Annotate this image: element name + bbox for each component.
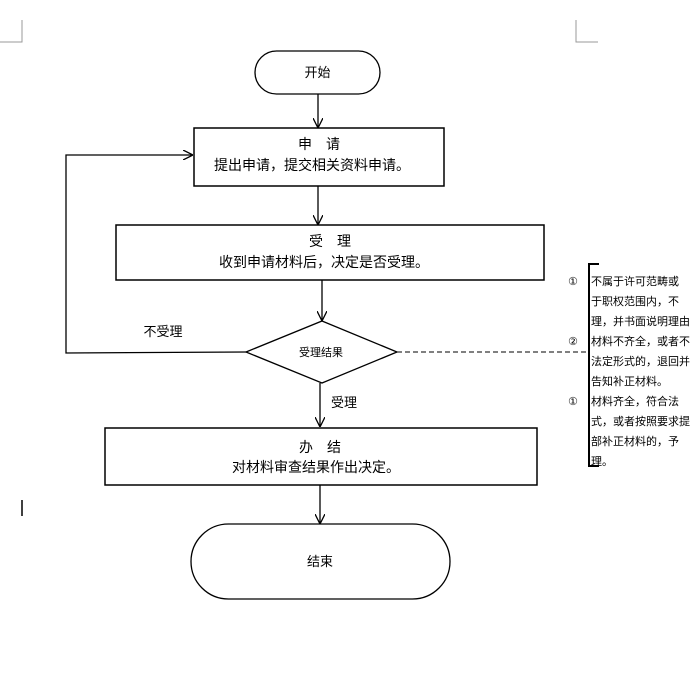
note-marker: ① — [568, 275, 578, 288]
complete-box: 办 结 对材料审查结果作出决定。 — [104, 427, 538, 486]
notes-bracket — [588, 263, 599, 467]
accept-box: 受 理 收到申请材料后，决定是否受理。 — [115, 224, 545, 281]
apply-title: 申 请 — [298, 137, 340, 153]
end-node: 结束 — [190, 523, 451, 600]
note-line: 于职权范围内，不 — [591, 294, 679, 308]
start-node: 开始 — [254, 50, 381, 95]
note-1: ① 不属于许可范畴或 于职权范围内，不 理，并书面说明理由 — [568, 274, 690, 328]
decision-label: 受理结果 — [299, 346, 343, 359]
start-label: 开始 — [304, 66, 330, 81]
note-line: 理，并书面说明理由 — [591, 314, 690, 328]
note-marker: ② — [568, 335, 578, 348]
reject-label: 不受理 — [143, 325, 182, 340]
complete-text: 对材料审查结果作出决定。 — [232, 460, 400, 476]
accept-title: 受 理 — [309, 234, 351, 250]
end-label: 结束 — [307, 555, 333, 570]
note-line: 式，或者按照要求提 — [591, 414, 690, 428]
note-line: 不属于许可范畴或 — [591, 274, 679, 288]
accept-label: 受理 — [331, 396, 357, 411]
note-line: 材料齐全，符合法 — [591, 394, 679, 408]
note-3: ① 材料齐全，符合法 式，或者按照要求提 部补正材料的，予 理。 — [568, 394, 690, 468]
note-2: ② 材料不齐全，或者不 法定形式的，退回并 告知补正材料。 — [568, 334, 690, 388]
note-line: 告知补正材料。 — [591, 374, 668, 388]
note-line: 法定形式的，退回并 — [591, 354, 690, 368]
note-marker: ① — [568, 395, 578, 408]
page-corner-marks — [0, 20, 598, 43]
decision-node: 受理结果 — [244, 320, 399, 384]
apply-box: 申 请 提出申请，提交相关资料申请。 — [193, 127, 445, 187]
reject-loop-connector — [65, 155, 247, 354]
complete-title: 办 结 — [299, 440, 341, 456]
apply-text: 提出申请，提交相关资料申请。 — [214, 157, 410, 174]
notes-block: ① 不属于许可范畴或 于职权范围内，不 理，并书面说明理由 ② 材料不齐全，或者… — [568, 274, 690, 468]
note-line: 理。 — [591, 455, 613, 468]
accept-text: 收到申请材料后，决定是否受理。 — [219, 255, 429, 271]
note-line: 材料不齐全，或者不 — [591, 334, 690, 348]
note-line: 部补正材料的，予 — [591, 434, 679, 448]
